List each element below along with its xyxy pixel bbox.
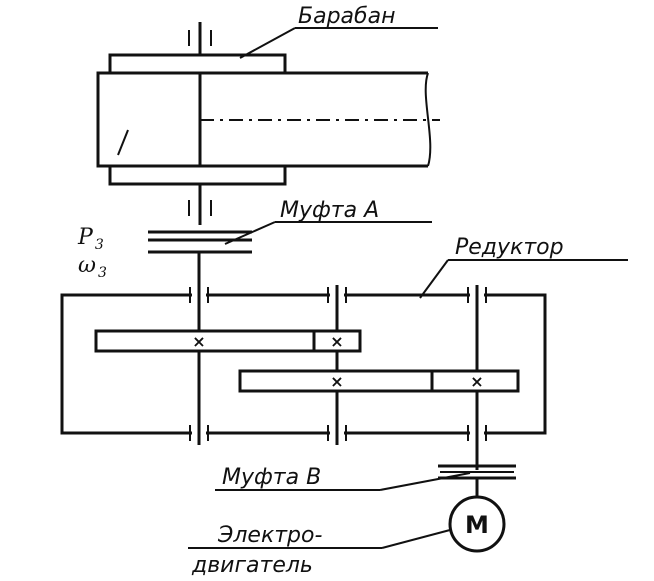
reducer-bearings — [189, 287, 487, 441]
motor-circle — [448, 495, 506, 553]
reducer-housing — [60, 293, 547, 435]
reducer-label: Редуктор — [455, 235, 564, 260]
omega-symbol: ω — [78, 253, 96, 278]
drum-label: Барабан — [298, 4, 395, 29]
coupling-b-label: Муфта В — [222, 465, 321, 490]
gear-fixing-mark: × — [330, 332, 343, 351]
small-gear-stage-2 — [312, 329, 362, 353]
power-symbol: P — [77, 225, 94, 250]
gear-fixing-mark: × — [470, 372, 483, 391]
small-gear-stage-1 — [430, 369, 520, 393]
gear-fixing-mark: × — [330, 372, 343, 391]
motor-label-line-1: Электро- — [217, 523, 322, 548]
coupling-a — [148, 230, 252, 254]
drum-leader — [239, 27, 296, 59]
power-subscript: 3 — [95, 237, 104, 253]
drum — [96, 53, 440, 186]
reducer-leader — [419, 259, 449, 299]
gear-fixing-mark: × — [192, 332, 205, 351]
motor-label-line-2: двигатель — [191, 553, 313, 578]
coupling-a-leader — [224, 221, 276, 245]
coupling-a-label: Муфта А — [280, 198, 379, 223]
motor-leader — [381, 529, 451, 549]
coupling-b-leader — [379, 472, 471, 491]
omega-subscript: 3 — [98, 265, 107, 281]
motor-symbol: М — [465, 511, 489, 539]
